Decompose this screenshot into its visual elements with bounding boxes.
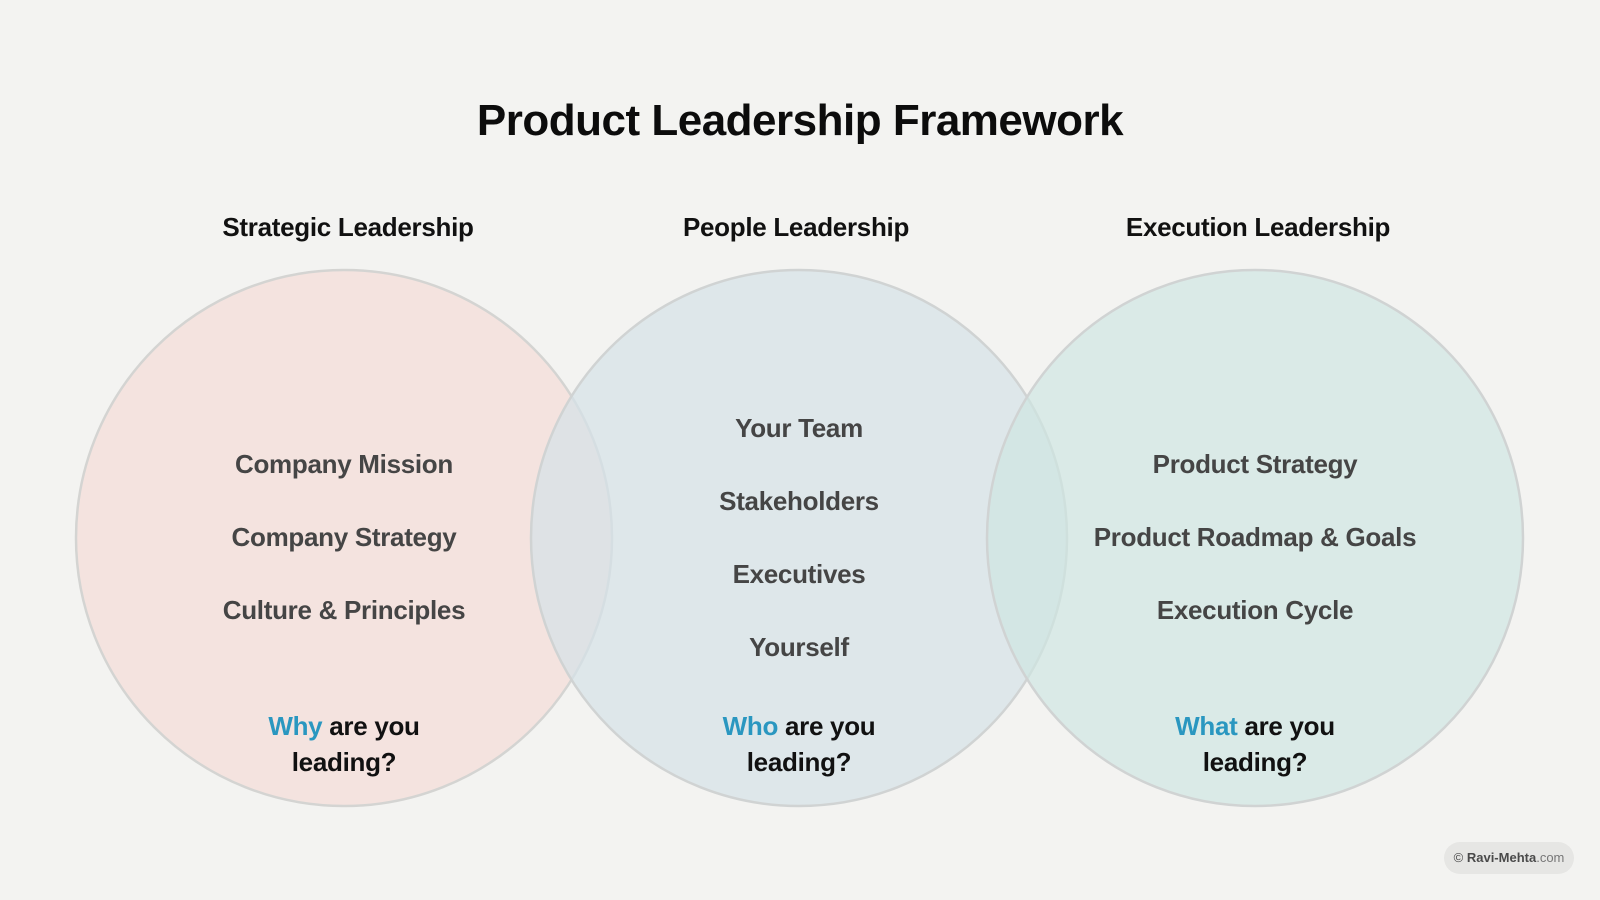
question-text: leading?: [746, 747, 852, 777]
copyright-badge: © Ravi-Mehta.com: [1444, 842, 1574, 874]
list-item: Executives: [732, 559, 866, 589]
question-text: are you: [778, 711, 876, 741]
strategic-question: Why are you leading?: [194, 708, 494, 780]
execution-leadership-header: Execution Leadership: [1125, 212, 1391, 242]
strategic-leadership-header: Strategic Leadership: [222, 212, 474, 242]
question-accent-word: What: [1175, 711, 1238, 741]
page-title: Product Leadership Framework: [476, 96, 1124, 145]
question-accent-word: Who: [722, 711, 779, 741]
execution-items: Product Strategy Product Roadmap & Goals…: [1045, 446, 1465, 665]
question-text: leading?: [1202, 747, 1308, 777]
execution-question: What are you leading?: [1105, 708, 1405, 780]
question-accent-word: Why: [268, 711, 323, 741]
people-items: Your Team Stakeholders Executives Yourse…: [589, 410, 1009, 702]
question-text: are you: [322, 711, 420, 741]
people-leadership-header: People Leadership: [682, 212, 910, 242]
credit-name: Ravi-Mehta: [1466, 850, 1537, 865]
list-item: Product Roadmap & Goals: [1093, 522, 1417, 552]
list-item: Execution Cycle: [1156, 595, 1354, 625]
strategic-items: Company Mission Company Strategy Culture…: [134, 446, 554, 665]
question-text: leading?: [291, 747, 397, 777]
list-item: Company Mission: [235, 449, 453, 479]
copyright-icon: ©: [1453, 850, 1464, 865]
execution-circle: [985, 268, 1525, 808]
credit-domain: .com: [1536, 850, 1565, 865]
list-item: Culture & Principles: [222, 595, 466, 625]
list-item: Product Strategy: [1152, 449, 1358, 479]
list-item: Your Team: [735, 413, 863, 443]
question-text: are you: [1237, 711, 1335, 741]
list-item: Stakeholders: [719, 486, 879, 516]
list-item: Company Strategy: [231, 522, 457, 552]
list-item: Yourself: [749, 632, 849, 662]
people-question: Who are you leading?: [649, 708, 949, 780]
